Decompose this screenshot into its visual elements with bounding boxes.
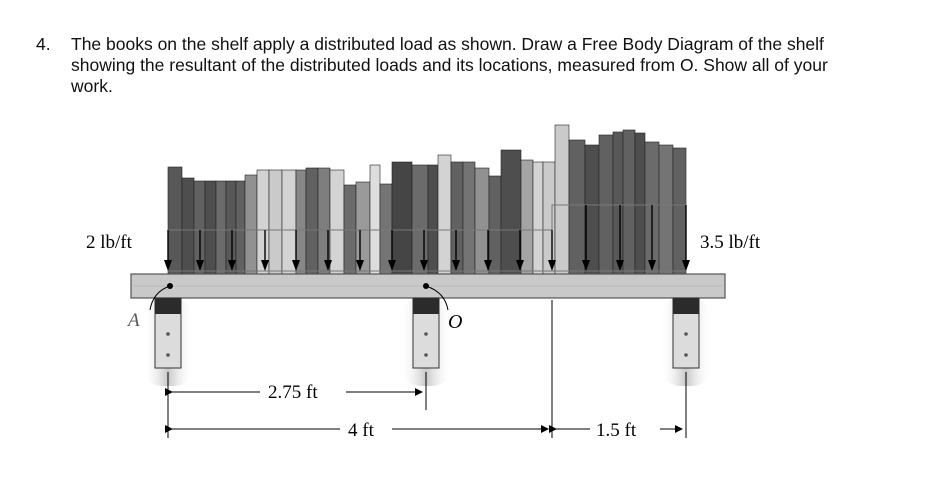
dimensions <box>165 300 687 438</box>
book <box>622 129 636 275</box>
book <box>411 164 429 275</box>
bracket-a <box>142 297 194 386</box>
book <box>244 174 258 275</box>
load-arrow-head <box>196 260 204 271</box>
load-arrow-head <box>388 260 396 271</box>
book <box>612 131 624 275</box>
label-o: O <box>448 311 462 333</box>
load-arrow-head <box>420 260 428 271</box>
book <box>462 161 476 275</box>
dimension-label-3: 1.5 ft <box>596 420 637 441</box>
book <box>658 144 674 275</box>
load-arrows <box>164 205 690 271</box>
bracket-right <box>660 297 712 386</box>
book <box>256 169 270 275</box>
book <box>204 180 217 275</box>
load-arrow-head <box>164 260 172 271</box>
book <box>268 169 283 275</box>
book <box>215 180 227 275</box>
load-arrow-head <box>261 260 269 271</box>
book <box>427 164 439 275</box>
problem-text: The books on the shelf apply a distribut… <box>71 34 828 96</box>
load-label-right: 3.5 lb/ft <box>700 232 761 253</box>
load-arrow-head <box>616 260 624 271</box>
dimension-label-1: 2.75 ft <box>268 382 318 403</box>
books-group <box>167 124 687 275</box>
dimension-label-2: 4 ft <box>348 420 375 441</box>
label-a: A <box>126 310 140 331</box>
book <box>672 147 687 275</box>
book <box>554 124 570 275</box>
book <box>542 161 556 275</box>
leader-a <box>149 285 171 311</box>
book <box>450 161 464 275</box>
book <box>474 167 490 275</box>
load-arrow-head <box>484 260 492 271</box>
book <box>520 159 534 275</box>
book <box>584 144 600 275</box>
book <box>437 154 452 275</box>
load-arrow-head <box>356 260 364 271</box>
load-arrow-head <box>682 260 690 271</box>
load-arrow-head <box>582 260 590 271</box>
book <box>305 167 319 275</box>
book <box>568 139 586 275</box>
load-arrow-head <box>228 260 236 271</box>
leader-o <box>425 285 449 311</box>
book <box>391 161 413 275</box>
problem-number: 4. <box>36 34 51 54</box>
book <box>167 166 183 275</box>
book <box>369 164 381 275</box>
book <box>532 161 544 275</box>
load-arrow-head <box>548 260 556 271</box>
book <box>235 180 246 275</box>
load-arrow-head <box>452 260 460 271</box>
load-arrow-head <box>648 260 656 271</box>
book <box>181 177 195 275</box>
load-label-left: 2 lb/ft <box>86 232 133 253</box>
load-arrow-head <box>324 260 332 271</box>
book <box>488 175 502 275</box>
load-arrow-head <box>516 260 524 271</box>
bracket-o <box>400 297 452 386</box>
book <box>295 169 307 275</box>
book <box>329 169 345 275</box>
distributed-load <box>164 204 690 272</box>
book <box>634 132 646 275</box>
load-arrow-head <box>292 260 300 271</box>
book <box>500 149 522 275</box>
book <box>281 169 297 275</box>
